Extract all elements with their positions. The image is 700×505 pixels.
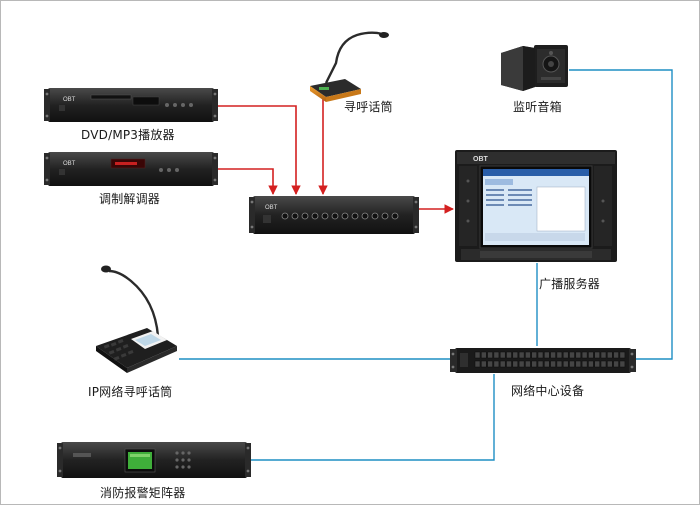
broadcast-server-label: 广播服务器 [539,277,601,291]
monitor-speaker [501,45,568,91]
link-modem-to-mixer [215,168,278,195]
ip-paging-mic [96,265,177,373]
dvd-player-label: DVD/MP3播放器 [81,128,175,142]
network-switch [450,348,636,373]
dvd-player: OBT [44,88,218,122]
modem-brand: OBT [63,161,76,167]
modem-label: 调制解调器 [99,192,161,206]
link-dvd-to-mixer [215,105,301,195]
mixer-amplifier: OBT [249,196,419,234]
fire-matrix-label: 消防报警矩阵器 [100,486,186,500]
mixer-brand: OBT [265,205,278,211]
modem: OBT [44,152,218,186]
server-brand: OBT [473,156,489,163]
network-links [179,69,673,461]
link-speaker-to-switch [569,69,673,360]
fire-alarm-matrix [57,442,251,478]
link-matrix-to-switch [247,374,495,461]
monitor-speaker-label: 监听音箱 [513,100,562,114]
ip-mic-label: IP网络寻呼话筒 [88,385,173,399]
audio-links [215,99,454,214]
desk-mic-label: 寻呼话筒 [344,100,393,114]
dvd-brand: OBT [63,97,76,103]
network-switch-label: 网络中心设备 [511,384,585,398]
desk-paging-mic [310,31,389,102]
broadcast-server: OBT [455,150,617,262]
